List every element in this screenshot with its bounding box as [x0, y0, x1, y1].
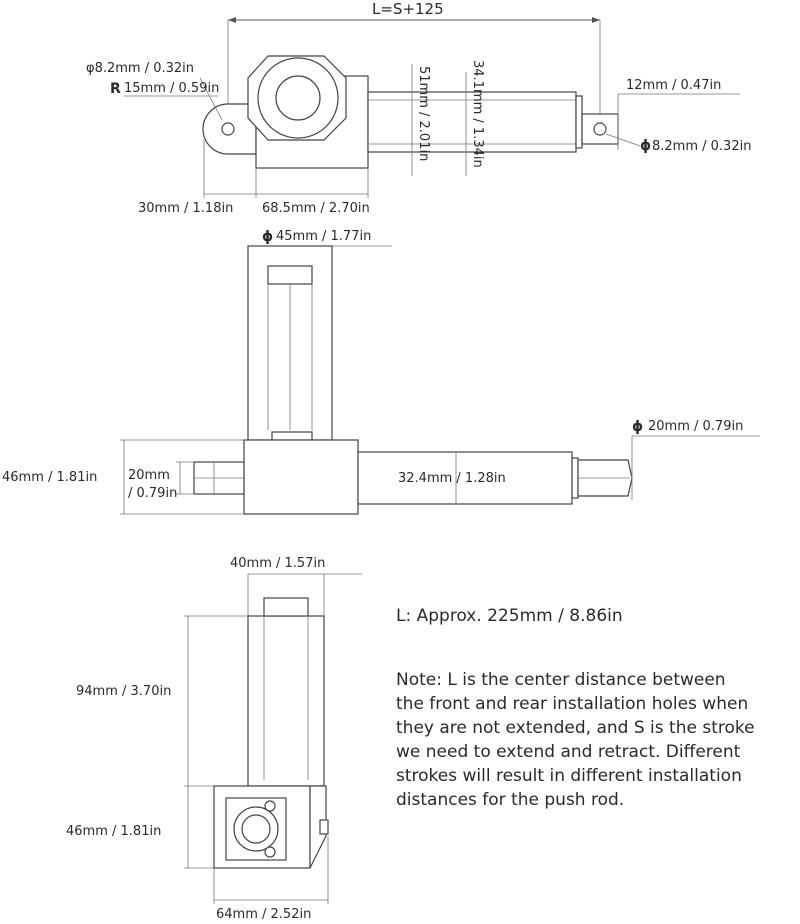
note-line: distances for the push rod.	[396, 790, 625, 810]
tube-diameter-label: 32.4mm / 1.28in	[398, 471, 506, 486]
installation-note: Note: L is the center distance between t…	[396, 668, 796, 812]
front-hole-label: 8.2mm / 0.32in	[652, 139, 751, 154]
note-line: the front and rear installation holes wh…	[396, 694, 749, 714]
tube-height-label: 34.1mm / 1.34in	[470, 60, 485, 168]
note-line: we need to extend and retract. Different	[396, 742, 741, 762]
rod-diameter-label: 20mm / 0.79in	[648, 419, 743, 434]
motor-housing-end	[247, 615, 325, 787]
rear-radius-label: 15mm / 0.59in	[124, 81, 219, 96]
note-line: they are not extended, and S is the stro…	[396, 718, 755, 738]
side-view: ϕ 45mm / 1.77in 46mm / 1.81in 20mm / 0.7…	[2, 229, 760, 515]
note-line: Note: L is the center distance between	[396, 670, 726, 690]
rod-end-width-label: 12mm / 0.47in	[626, 78, 721, 93]
motor-length-label: 94mm / 3.70in	[76, 684, 171, 699]
gearbox-side	[243, 439, 359, 515]
gearbox-length-label: 68.5mm / 2.70in	[262, 201, 370, 216]
approx-length-text: L: Approx. 225mm / 8.86in	[396, 606, 623, 626]
front-hole-symbol: ϕ	[640, 138, 651, 154]
end-view: 40mm / 1.57in 94mm / 3.70in 46mm / 1.81i…	[66, 556, 362, 922]
side-body-height-label: 46mm / 1.81in	[2, 470, 97, 485]
stub-height-label-1: 20mm	[128, 468, 170, 483]
motor-width-label: 40mm / 1.57in	[230, 556, 325, 571]
top-view: L=S+125 51mm / 2.01in 34.1mm / 1.34in φ8…	[86, 0, 751, 216]
length-note: L: Approx. 225mm / 8.86in	[396, 604, 796, 628]
motor-diameter-symbol: ϕ	[262, 229, 273, 245]
stub-height-label-2: / 0.79in	[128, 486, 177, 501]
motor-diameter-label: 45mm / 1.77in	[276, 229, 371, 244]
rear-hole-label: φ8.2mm / 0.32in	[86, 61, 194, 76]
rear-offset-label: 30mm / 1.18in	[138, 201, 233, 216]
body-height-label: 51mm / 2.01in	[416, 66, 431, 161]
rod-diameter-symbol: ϕ	[632, 419, 643, 435]
front-mount-hole	[593, 122, 607, 136]
radius-symbol: R	[110, 81, 121, 97]
note-line: strokes will result in different install…	[396, 766, 742, 786]
rear-mount-hole	[221, 122, 235, 136]
gearbox-height-label: 46mm / 1.81in	[66, 824, 161, 839]
gearbox-width-label: 64mm / 2.52in	[216, 907, 311, 922]
overall-length-label: L=S+125	[372, 0, 444, 18]
